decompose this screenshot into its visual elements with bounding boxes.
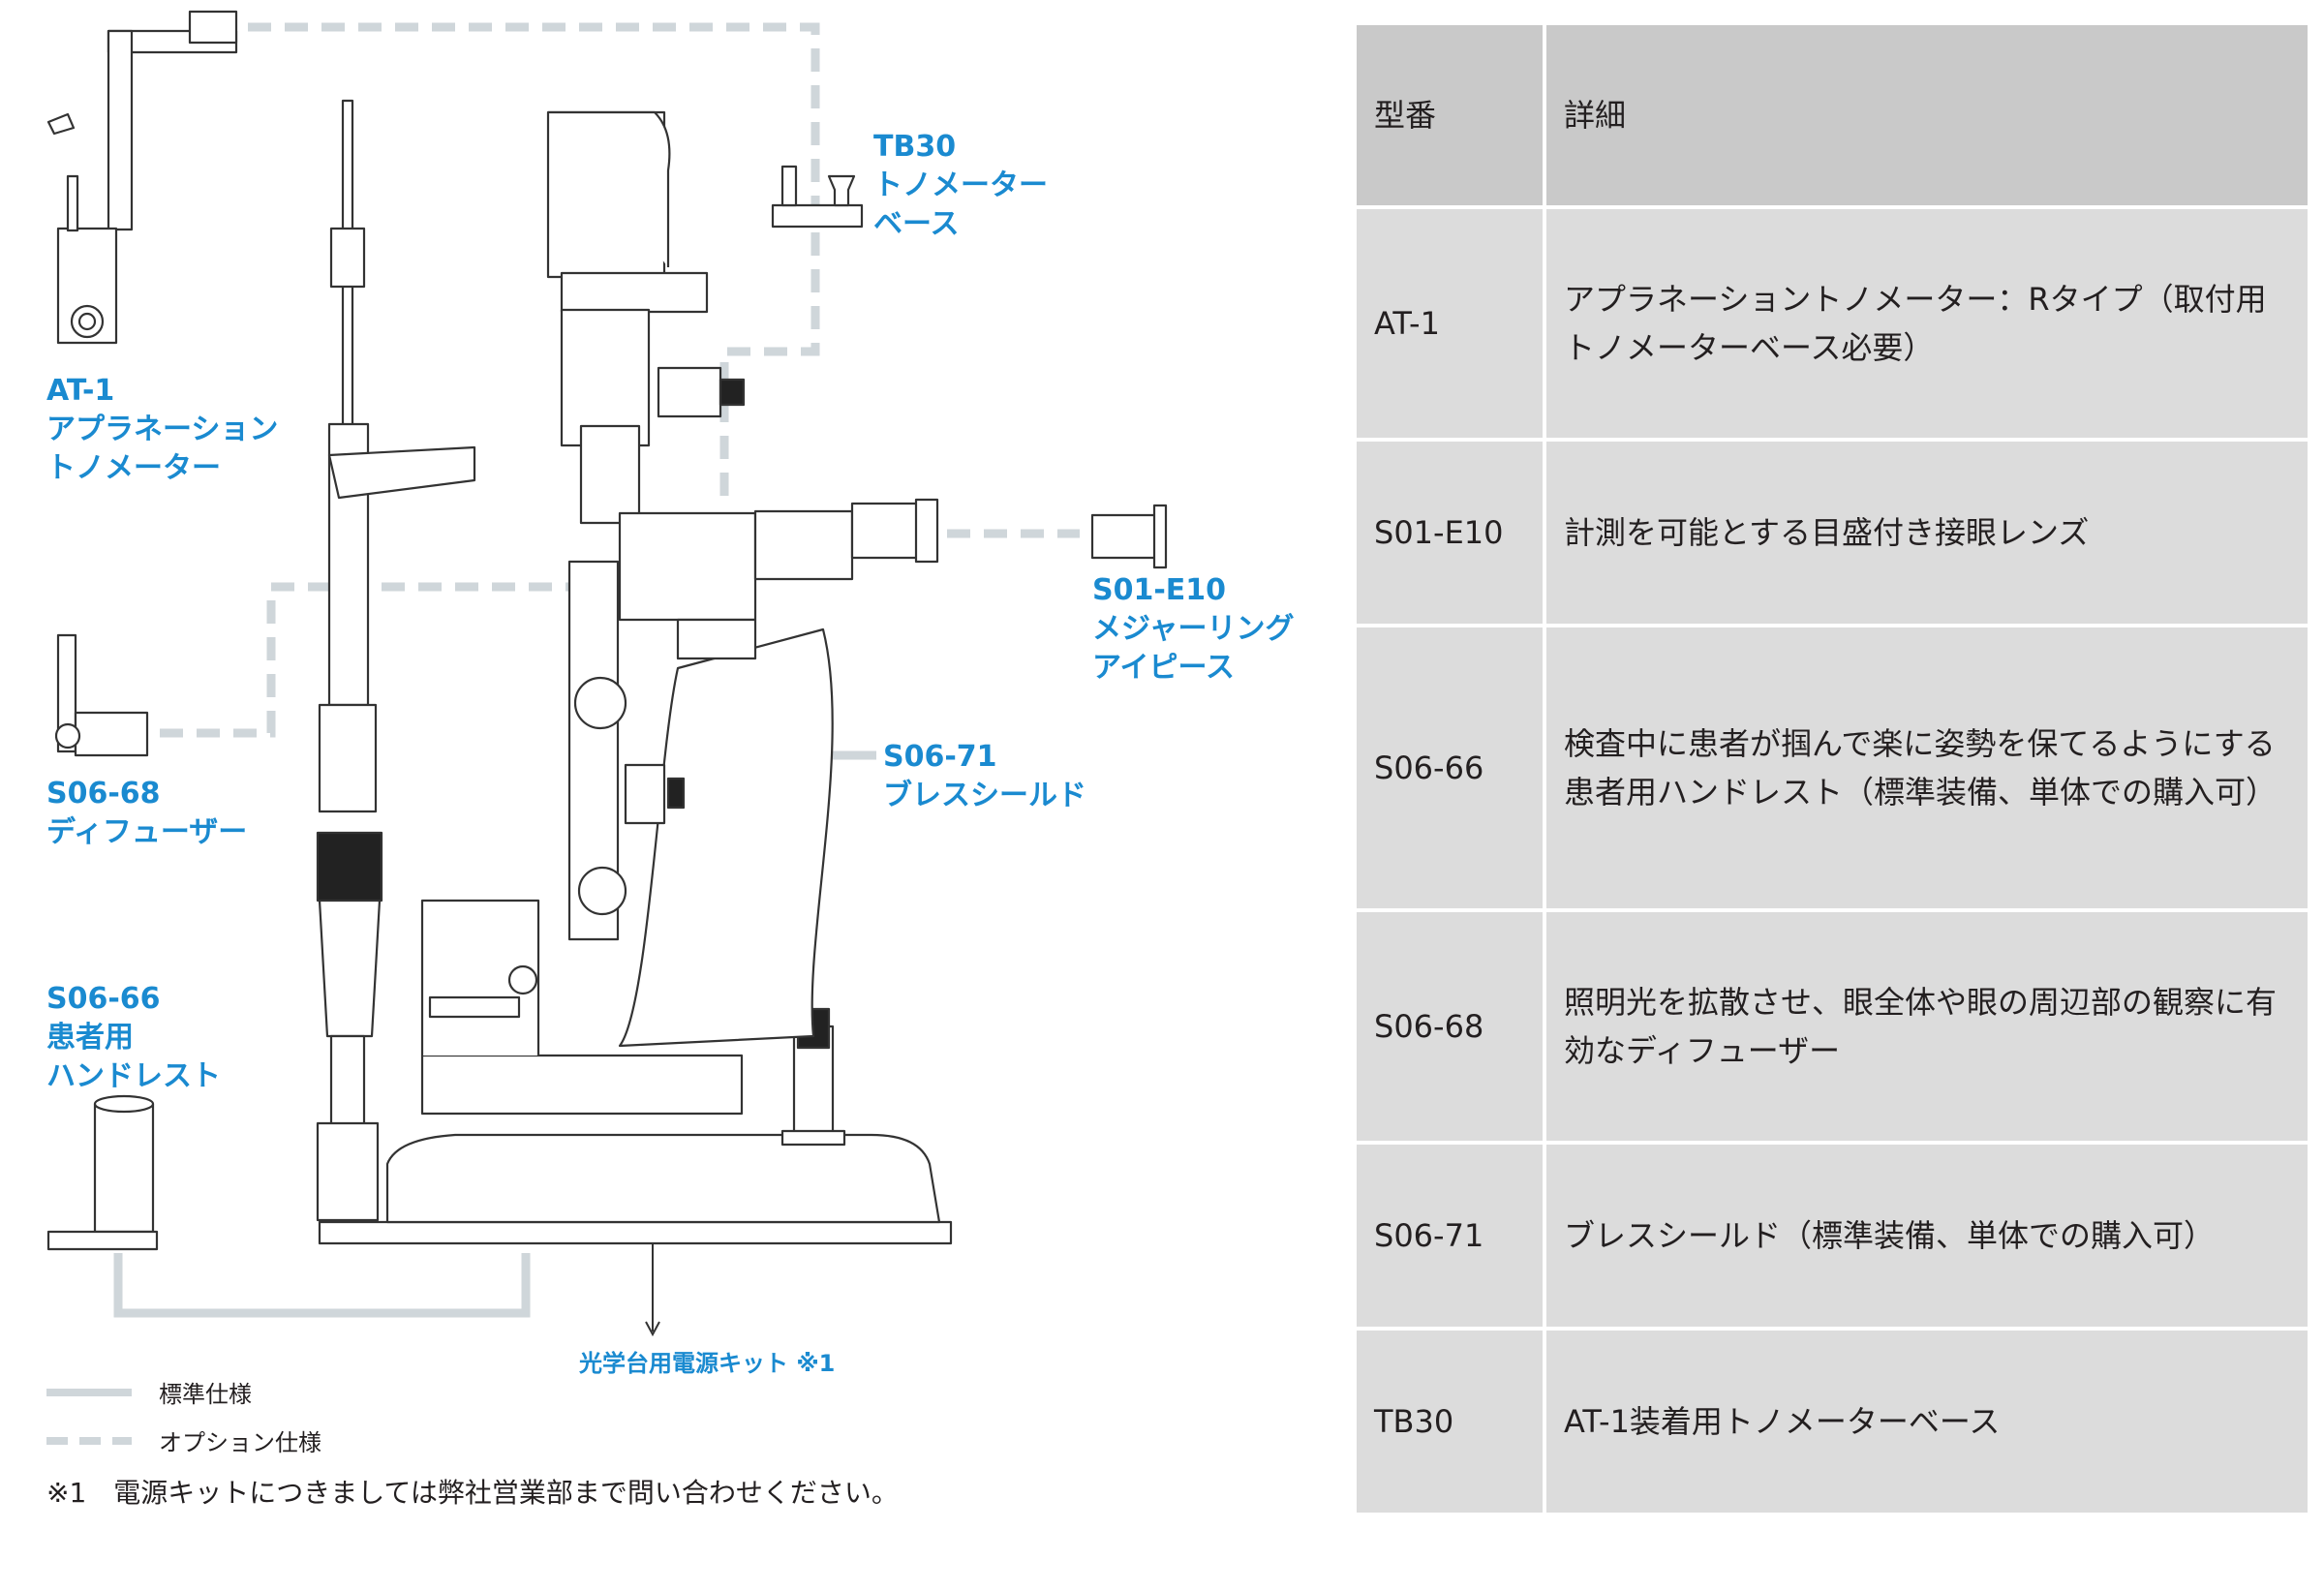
legend-standard-label: 標準仕様 xyxy=(159,1381,252,1408)
table-header-row: 型番 詳細 xyxy=(1353,21,2311,209)
callout-s01e10-line2: メジャーリング xyxy=(1092,612,1295,646)
table-row: TB30 AT-1装着用トノメーターベース xyxy=(1353,1327,2311,1516)
callout-s01e10: S01-E10 メジャーリング アイピース xyxy=(1092,571,1295,688)
row-model: S01-E10 xyxy=(1353,438,1546,627)
connector-s0666 xyxy=(113,1253,531,1318)
s0668-illustration xyxy=(54,633,149,757)
legend-dashed-swatch xyxy=(46,1436,132,1445)
row-model: S06-66 xyxy=(1353,624,1546,912)
callout-tb30-model: TB30 xyxy=(873,130,957,164)
callout-s0671: S06-71 ブレスシールド xyxy=(883,738,1086,815)
callout-tb30: TB30 トノメーター ベース xyxy=(873,128,1048,244)
row-model: TB30 xyxy=(1353,1327,1546,1516)
callout-s0671-line2: ブレスシールド xyxy=(883,779,1086,812)
legend-option-label: オプション仕様 xyxy=(159,1429,321,1456)
callout-s0671-model: S06-71 xyxy=(883,740,997,774)
callout-s0666-model: S06-66 xyxy=(46,982,161,1016)
table-row: S06-68 照明光を拡散させ、眼全体や眼の周辺部の観察に有効なディフューザー xyxy=(1353,908,2311,1145)
callout-s0668-model: S06-68 xyxy=(46,777,161,811)
row-model: AT-1 xyxy=(1353,205,1546,442)
row-detail: 検査中に患者が掴んで楽に姿勢を保てるようにする患者用ハンドレスト（標準装備、単体… xyxy=(1543,624,2311,912)
s0666-illustration xyxy=(46,1094,159,1251)
row-detail: アプラネーショントノメーター：Rタイプ（取付用トノメーターベース必要） xyxy=(1543,205,2311,442)
table-row: S06-66 検査中に患者が掴んで楽に姿勢を保てるようにする患者用ハンドレスト（… xyxy=(1353,624,2311,912)
slit-lamp-body xyxy=(316,99,953,1245)
footnote: ※1 電源キットにつきましては弊社営業部まで問い合わせください。 xyxy=(46,1477,899,1509)
legend-option: オプション仕様 xyxy=(46,1423,321,1457)
row-model: S06-68 xyxy=(1353,908,1546,1145)
table-row: AT-1 アプラネーショントノメーター：Rタイプ（取付用トノメーターベース必要） xyxy=(1353,205,2311,442)
callout-at1-line3: トノメーター xyxy=(46,451,221,485)
s01e10-illustration xyxy=(1090,504,1168,569)
accessory-diagram: AT-1 アプラネーション トノメーター TB30 トノメーター ベース S01… xyxy=(46,10,1295,1509)
spec-table: 型番 詳細 AT-1 アプラネーショントノメーター：Rタイプ（取付用トノメーター… xyxy=(1353,21,2311,1516)
callout-s0666: S06-66 患者用 ハンドレスト xyxy=(46,980,221,1096)
slit-lamp-drawing xyxy=(46,10,1168,1337)
table-row: S06-71 ブレスシールド（標準装備、単体での購入可） xyxy=(1353,1141,2311,1331)
row-detail: 計測を可能とする目盛付き接眼レンズ xyxy=(1543,438,2311,627)
callout-s0666-line3: ハンドレスト xyxy=(46,1059,221,1093)
header-detail: 詳細 xyxy=(1543,21,2311,209)
callout-tb30-line3: ベース xyxy=(873,207,960,241)
row-detail: 照明光を拡散させ、眼全体や眼の周辺部の観察に有効なディフューザー xyxy=(1543,908,2311,1145)
power-arrow xyxy=(645,1244,660,1337)
callout-s0668-line2: ディフューザー xyxy=(46,815,248,849)
tb30-illustration xyxy=(771,165,864,229)
callout-tb30-line2: トノメーター xyxy=(873,168,1048,202)
callout-s01e10-model: S01-E10 xyxy=(1092,573,1227,607)
callout-at1-line2: アプラネーション xyxy=(46,413,279,446)
legend-standard: 標準仕様 xyxy=(46,1375,252,1409)
callout-s0666-line2: 患者用 xyxy=(46,1021,134,1055)
legend-solid-swatch xyxy=(46,1388,132,1396)
callout-at1-model: AT-1 xyxy=(46,374,115,408)
table-row: S01-E10 計測を可能とする目盛付き接眼レンズ xyxy=(1353,438,2311,627)
at1-tonometer-illustration xyxy=(46,10,238,345)
callout-at1: AT-1 アプラネーション トノメーター xyxy=(46,372,278,488)
row-model: S06-71 xyxy=(1353,1141,1546,1331)
header-model: 型番 xyxy=(1353,21,1546,209)
power-kit-label: 光学台用電源キット ※1 xyxy=(579,1350,836,1377)
row-detail: ブレスシールド（標準装備、単体での購入可） xyxy=(1543,1141,2311,1331)
connector-s0668 xyxy=(160,582,573,738)
callout-s01e10-line3: アイピース xyxy=(1092,651,1235,685)
callout-s0668: S06-68 ディフューザー xyxy=(46,775,247,852)
row-detail: AT-1装着用トノメーターベース xyxy=(1543,1327,2311,1516)
